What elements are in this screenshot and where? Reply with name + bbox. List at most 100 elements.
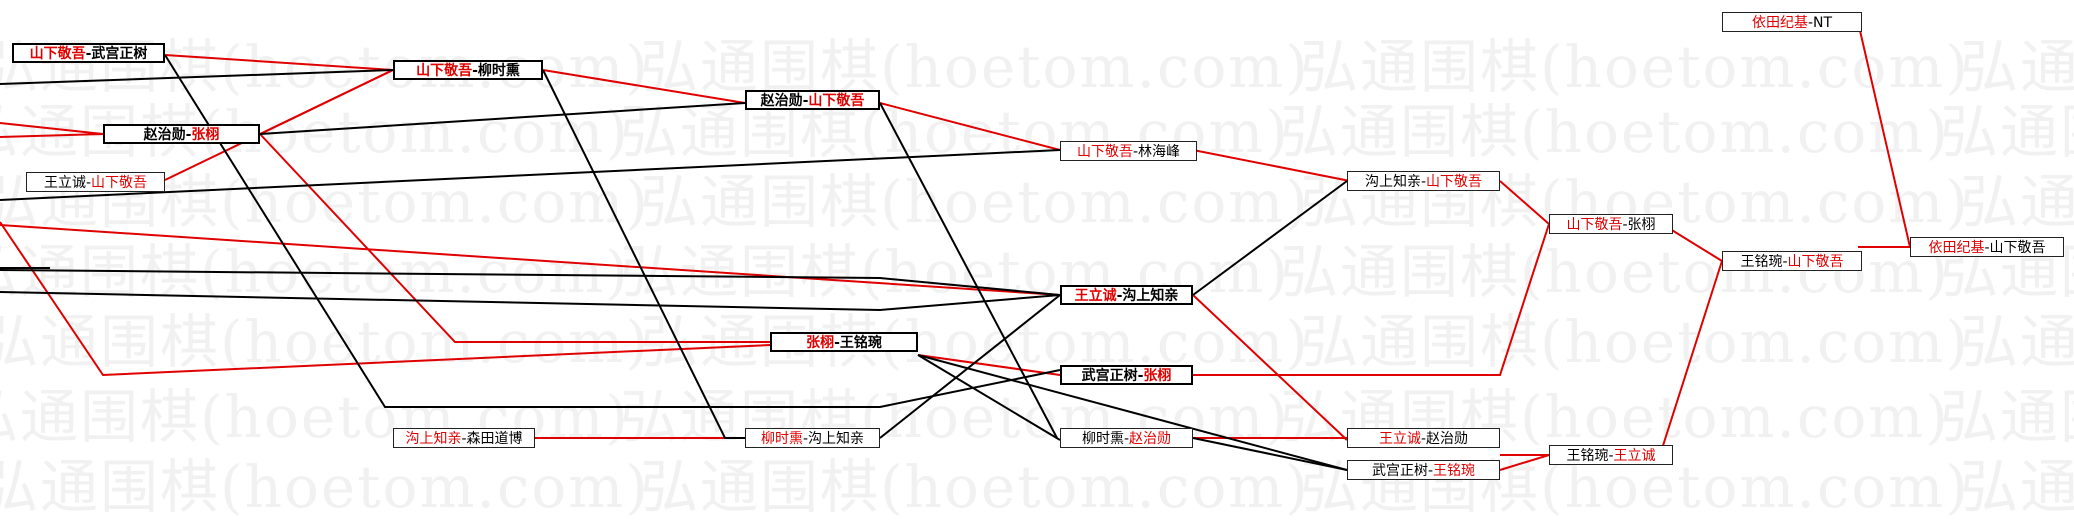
line-red — [1192, 294, 1348, 441]
match-n16[interactable]: 山下敬吾-张栩 — [1549, 214, 1673, 234]
player-left: 王铭琬 — [1740, 254, 1783, 270]
player-right: 王铭琬 — [1433, 463, 1476, 479]
separator: - — [1427, 463, 1434, 479]
player-right: 沟上知亲 — [808, 431, 865, 447]
player-left: 山下敬吾 — [1076, 144, 1133, 160]
player-right: 沟上知亲 — [1122, 288, 1179, 304]
separator: - — [85, 46, 92, 62]
player-left: 沟上知亲 — [405, 431, 462, 447]
bracket-diagram: 弘通围棋(hoetom.com)弘通围棋(hoetom.com)弘通围棋(hoe… — [0, 12, 2074, 521]
match-n18[interactable]: 王铭琬-山下敬吾 — [1722, 251, 1862, 271]
line-black — [0, 291, 1061, 312]
player-right: 山下敬吾 — [808, 93, 865, 109]
line-black — [917, 354, 1348, 471]
match-n13[interactable]: 沟上知亲-山下敬吾 — [1347, 171, 1500, 191]
match-n2[interactable]: 山下敬吾-柳时熏 — [393, 60, 543, 80]
player-right: 张栩 — [1627, 217, 1656, 233]
player-left: 武宫正树 — [1371, 463, 1428, 479]
line-red — [164, 69, 394, 181]
separator: - — [1137, 368, 1144, 384]
player-right: 王立诚 — [1613, 448, 1656, 464]
player-right: 武宫正树 — [91, 46, 148, 62]
line-black — [879, 102, 1058, 439]
player-left: 赵治勋 — [760, 93, 803, 109]
line-black — [1192, 437, 1348, 471]
match-n19[interactable]: 依田纪基-NT — [1722, 12, 1862, 32]
line-black — [879, 294, 1061, 439]
player-left: 武宫正树 — [1081, 368, 1138, 384]
player-left: 山下敬吾 — [29, 46, 86, 62]
separator: - — [1807, 15, 1814, 31]
separator: - — [1622, 217, 1628, 233]
player-right: 王铭琬 — [839, 335, 882, 351]
match-n5[interactable]: 赵治勋-山下敬吾 — [745, 90, 880, 110]
match-n12[interactable]: 柳时熏-赵治勋 — [1060, 428, 1193, 448]
line-red — [917, 223, 1550, 376]
player-right: 赵治勋 — [1426, 431, 1469, 447]
separator: - — [85, 175, 92, 191]
separator: - — [185, 127, 192, 143]
match-n11[interactable]: 柳时熏-沟上知亲 — [745, 428, 880, 448]
separator: - — [1420, 174, 1427, 190]
player-left: 山下敬吾 — [416, 63, 473, 79]
player-left: 依田纪基 — [1751, 15, 1808, 31]
player-right: 山下敬吾 — [91, 175, 148, 191]
player-left: 依田纪基 — [1928, 240, 1985, 256]
line-red — [879, 102, 1061, 151]
match-n17[interactable]: 王铭琬-王立诚 — [1549, 445, 1673, 465]
match-n15[interactable]: 武宫正树-王铭琬 — [1347, 460, 1500, 480]
line-red — [0, 133, 104, 138]
player-right: 森田道博 — [466, 431, 523, 447]
separator: - — [1123, 431, 1130, 447]
match-n3[interactable]: 赵治勋-张栩 — [103, 124, 260, 144]
player-left: 山下敬吾 — [1566, 217, 1623, 233]
line-red — [0, 221, 771, 377]
player-right: 张栩 — [1143, 368, 1172, 384]
line-red — [1192, 149, 1351, 182]
separator: - — [472, 63, 478, 79]
player-left: 王立诚 — [1378, 431, 1421, 447]
player-right: 山下敬吾 — [1787, 254, 1844, 270]
separator: - — [1782, 254, 1788, 270]
separator: - — [461, 431, 467, 447]
player-left: 张栩 — [806, 335, 835, 351]
player-left: 柳时熏 — [760, 431, 803, 447]
line-red — [0, 224, 1061, 296]
player-right: 赵治勋 — [1129, 431, 1172, 447]
match-n14[interactable]: 王立诚-赵治勋 — [1347, 428, 1500, 448]
match-n9[interactable]: 武宫正树-张栩 — [1060, 365, 1193, 385]
line-black — [917, 354, 1061, 441]
line-black — [1192, 180, 1348, 296]
match-n20[interactable]: 依田纪基-山下敬吾 — [1910, 237, 2064, 257]
separator: - — [1116, 288, 1123, 304]
line-red — [164, 54, 394, 71]
match-n10[interactable]: 沟上知亲-森田道博 — [393, 428, 535, 448]
player-right: 山下敬吾 — [1989, 240, 2046, 256]
player-left: 王铭琬 — [1566, 448, 1609, 464]
separator: - — [802, 93, 809, 109]
player-right: 林海峰 — [1138, 144, 1181, 160]
line-red — [1659, 260, 1723, 456]
match-n8[interactable]: 张栩-王铭琬 — [770, 332, 918, 352]
player-right: 柳时熏 — [477, 63, 520, 79]
line-black — [0, 149, 1061, 201]
separator: - — [1132, 144, 1139, 160]
line-black — [259, 102, 746, 135]
line-red — [1857, 21, 1911, 248]
match-n6[interactable]: 山下敬吾-林海峰 — [1060, 141, 1197, 161]
line-black — [164, 54, 1061, 408]
player-left: 赵治勋 — [143, 127, 186, 143]
line-red — [542, 69, 746, 104]
player-right: 山下敬吾 — [1426, 174, 1483, 190]
line-black — [542, 69, 745, 439]
match-n7[interactable]: 王立诚-沟上知亲 — [1060, 285, 1193, 305]
player-left: 柳时熏 — [1081, 431, 1124, 447]
bracket-lines — [0, 21, 1911, 471]
separator: - — [834, 335, 840, 351]
player-right: NT — [1813, 15, 1833, 31]
separator: - — [1608, 448, 1614, 464]
line-red — [1499, 180, 1550, 225]
player-left: 沟上知亲 — [1364, 174, 1421, 190]
match-n1[interactable]: 山下敬吾-武宫正树 — [12, 43, 165, 63]
match-n4[interactable]: 王立诚-山下敬吾 — [26, 172, 165, 192]
